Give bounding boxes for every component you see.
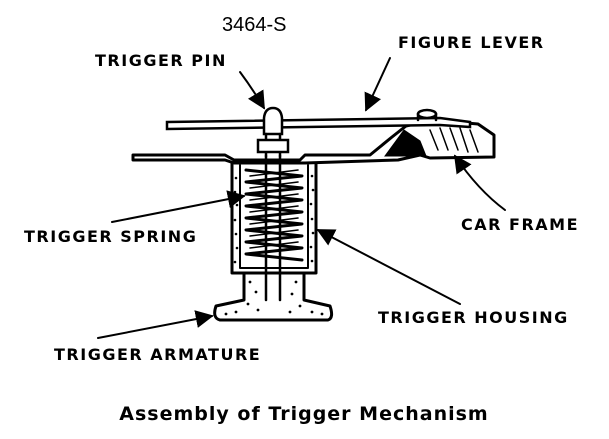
trigger-pin-collar	[256, 138, 290, 154]
lever-pivot-rivet	[416, 108, 438, 120]
trigger-pin-head	[262, 106, 284, 136]
car-frame-bracket	[384, 129, 427, 157]
figure-lever-bar	[165, 116, 472, 131]
arrow-trigger-spring	[111, 190, 246, 223]
label-figure-lever: FIGURE LEVER	[398, 33, 545, 52]
label-trigger-armature: TRIGGER ARMATURE	[54, 345, 261, 364]
part-number: 3464-S	[222, 14, 287, 36]
trigger-armature-base	[213, 271, 334, 322]
label-trigger-spring: TRIGGER SPRING	[24, 227, 197, 246]
arrow-trigger-armature	[97, 310, 214, 339]
label-trigger-housing: TRIGGER HOUSING	[378, 308, 569, 327]
arrow-car-frame	[453, 154, 506, 211]
arrow-trigger-housing	[316, 229, 461, 305]
trigger-housing-outer	[230, 161, 318, 275]
armature-stipple	[224, 280, 324, 316]
trigger-plunger-rod	[264, 154, 282, 302]
label-car-frame: CAR FRAME	[461, 215, 579, 234]
trigger-spring-coil-back	[249, 169, 299, 249]
lever-pivot-post	[416, 112, 438, 122]
arrow-trigger-pin	[239, 71, 265, 110]
car-frame-plate	[131, 118, 496, 165]
trigger-housing-inner	[239, 164, 309, 269]
trigger-spring-coil	[244, 168, 304, 262]
car-frame-hatch	[429, 127, 479, 153]
diagram-caption: Assembly of Trigger Mechanism	[119, 403, 488, 425]
label-trigger-pin: TRIGGER PIN	[95, 51, 227, 70]
arrow-figure-lever	[364, 57, 391, 112]
mechanism-drawing	[131, 106, 496, 322]
